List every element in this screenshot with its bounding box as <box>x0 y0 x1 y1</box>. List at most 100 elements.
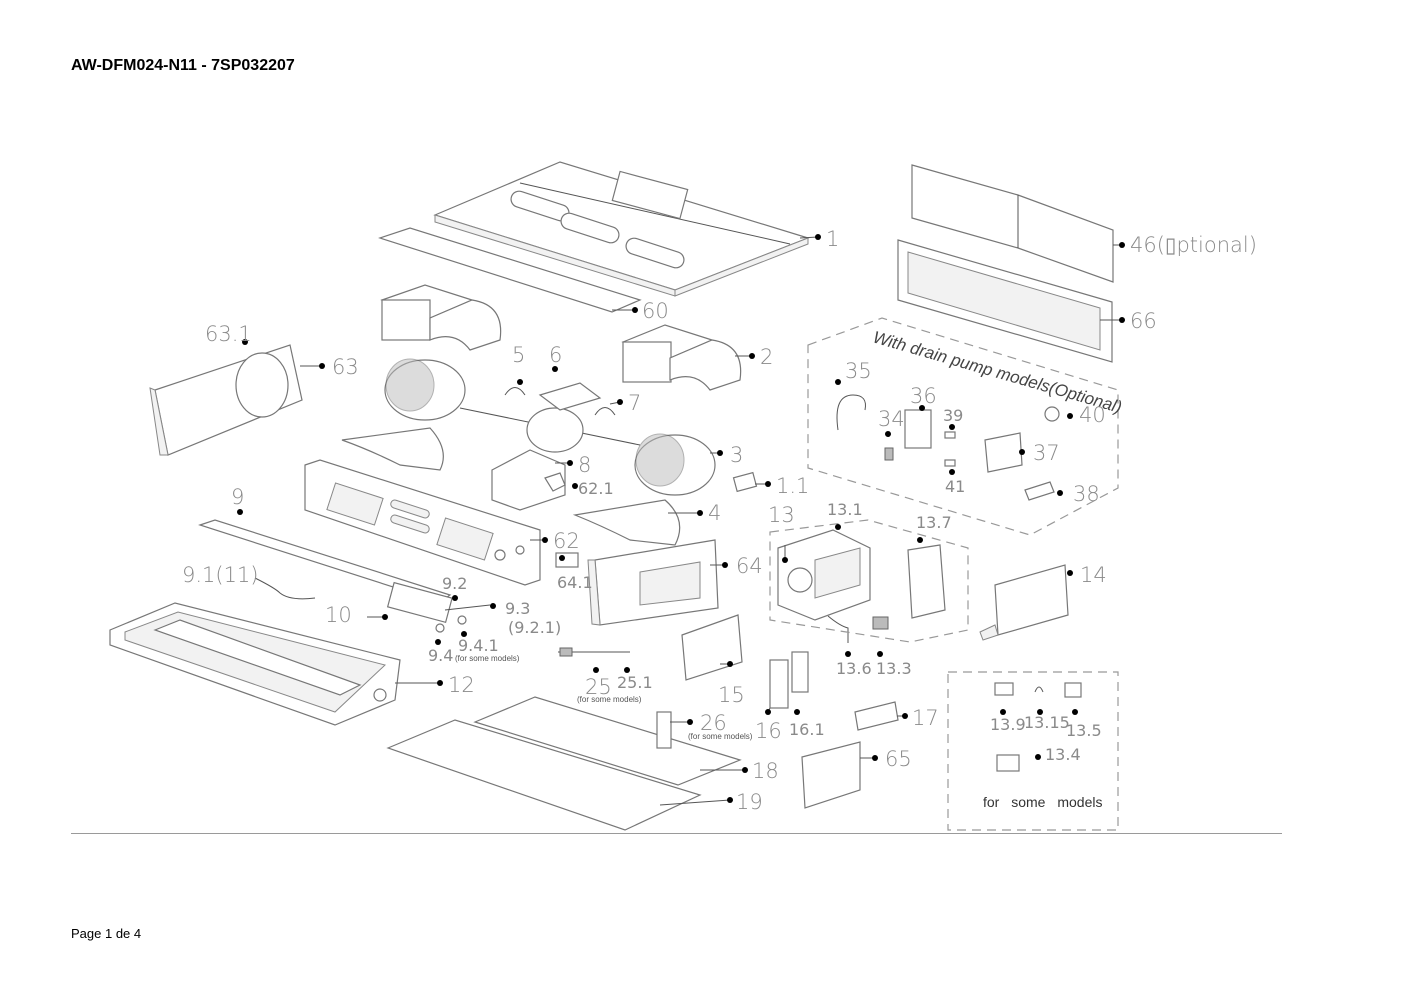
lower-volute-right-part <box>572 499 681 546</box>
document-title: AW-DFM024-N11 - 7SP032207 <box>71 57 295 74</box>
label-26: 26 <box>700 711 727 735</box>
filter-part <box>911 164 1114 283</box>
bottom-panel-upper-part <box>473 696 742 786</box>
label-5: 5 <box>512 343 525 367</box>
label-16-1: 16.1 <box>789 720 825 739</box>
label-9-1: 9.1(11) <box>182 563 259 587</box>
label-34: 34 <box>878 407 905 431</box>
label-13-1: 13.1 <box>827 500 863 519</box>
label-36: 36 <box>910 384 937 408</box>
motor-bracket-top-part <box>538 382 602 411</box>
front-panel-part <box>304 459 541 586</box>
label-1: 1 <box>826 227 839 251</box>
label-25: 25 <box>585 675 612 699</box>
label-18: 18 <box>752 759 779 783</box>
label-17: 17 <box>912 706 939 730</box>
label-9-2-1: (9.2.1) <box>508 618 561 637</box>
electric-box-cover-part <box>587 539 719 626</box>
label-14: 14 <box>1080 563 1107 587</box>
page-footer: Page 1 de 4 <box>71 926 142 941</box>
label-60: 60 <box>642 299 669 323</box>
label-15: 15 <box>718 683 745 707</box>
label-6: 6 <box>549 343 562 367</box>
drain-pump-parts <box>836 394 1060 501</box>
label-4: 4 <box>708 501 721 525</box>
electrical-options-boundary <box>769 519 969 643</box>
evaporator-header-part <box>386 581 491 633</box>
display-16-1-part <box>791 651 809 693</box>
label-10: 10 <box>325 603 352 627</box>
part-14 <box>994 564 1069 636</box>
part-13-6 <box>827 615 849 643</box>
label-13-3: 13.3 <box>876 659 912 678</box>
lower-volute-left-part <box>341 427 444 471</box>
label-13-4: 13.4 <box>1045 745 1081 764</box>
note-for-some-models-box: for some models <box>983 794 1102 810</box>
label-25-1: 25.1 <box>617 673 653 692</box>
part-26 <box>656 711 672 749</box>
label-13: 13 <box>768 503 795 527</box>
label-40: 40 <box>1079 403 1106 427</box>
label-13-6: 13.6 <box>836 659 872 678</box>
clip-5-part <box>504 387 526 396</box>
filter-frame-part <box>897 239 1113 363</box>
label-9-2: 9.2 <box>442 574 467 593</box>
fan-wheel-right-part <box>634 433 716 496</box>
blower-housing-right-part <box>621 324 742 391</box>
drain-pump-boundary <box>807 317 1119 536</box>
label-9: 9 <box>231 485 244 509</box>
label-38: 38 <box>1073 482 1100 506</box>
electric-box-part <box>777 529 871 621</box>
label-66: 66 <box>1130 309 1157 333</box>
fan-motor-part <box>526 407 584 453</box>
sensor-wire-part <box>254 577 316 600</box>
label-37: 37 <box>1033 441 1060 465</box>
part-64-1 <box>555 552 579 568</box>
label-19: 19 <box>736 790 763 814</box>
leader-lines <box>237 234 1125 806</box>
label-39: 39 <box>943 406 963 425</box>
optional-parts <box>994 682 1082 772</box>
label-35: 35 <box>845 359 872 383</box>
label-63-1: 63.1 <box>205 322 252 346</box>
support-rail-part <box>198 519 452 603</box>
motor-mount-part <box>491 449 566 511</box>
label-1-1: 1.1 <box>776 474 809 498</box>
fan-wheel-left-part <box>384 358 466 421</box>
blower-housing-left-part <box>380 284 502 351</box>
label-7: 7 <box>628 391 641 415</box>
label-9-4: 9.4 <box>428 646 453 665</box>
label-9-3: 9.3 <box>505 599 530 618</box>
label-16: 16 <box>755 719 782 743</box>
label-64: 64 <box>736 554 763 578</box>
horizontal-rule <box>71 833 1282 834</box>
label-63: 63 <box>332 355 359 379</box>
label-13-5: 13.5 <box>1066 721 1102 740</box>
part-13-3 <box>872 616 889 630</box>
label-3: 3 <box>730 443 743 467</box>
display-16-part <box>769 659 789 709</box>
clip-7-part <box>594 407 616 416</box>
label-65: 65 <box>885 747 912 771</box>
control-board-15-part <box>681 614 743 681</box>
bottom-panel-lower-part <box>386 719 702 831</box>
part-13-7 <box>907 544 946 619</box>
label-64-1: 64.1 <box>557 573 593 592</box>
part-1-1 <box>732 471 758 493</box>
label-13-15: 13.15 <box>1024 713 1070 732</box>
label-12: 12 <box>448 673 475 697</box>
part-17 <box>854 701 899 731</box>
top-cover-part <box>433 161 810 297</box>
side-panel-part <box>149 344 303 456</box>
part-65 <box>801 741 861 809</box>
note-for-some-models-3: (for some models) <box>688 732 753 741</box>
label-9-4-1: 9.4.1 <box>458 636 499 655</box>
label-62: 62 <box>553 529 580 553</box>
label-2: 2 <box>760 345 773 369</box>
label-13-9: 13.9 <box>990 715 1026 734</box>
label-13-7: 13.7 <box>916 513 952 532</box>
label-62-1: 62.1 <box>578 479 614 498</box>
drain-tray-part <box>109 602 401 726</box>
label-8: 8 <box>578 453 591 477</box>
